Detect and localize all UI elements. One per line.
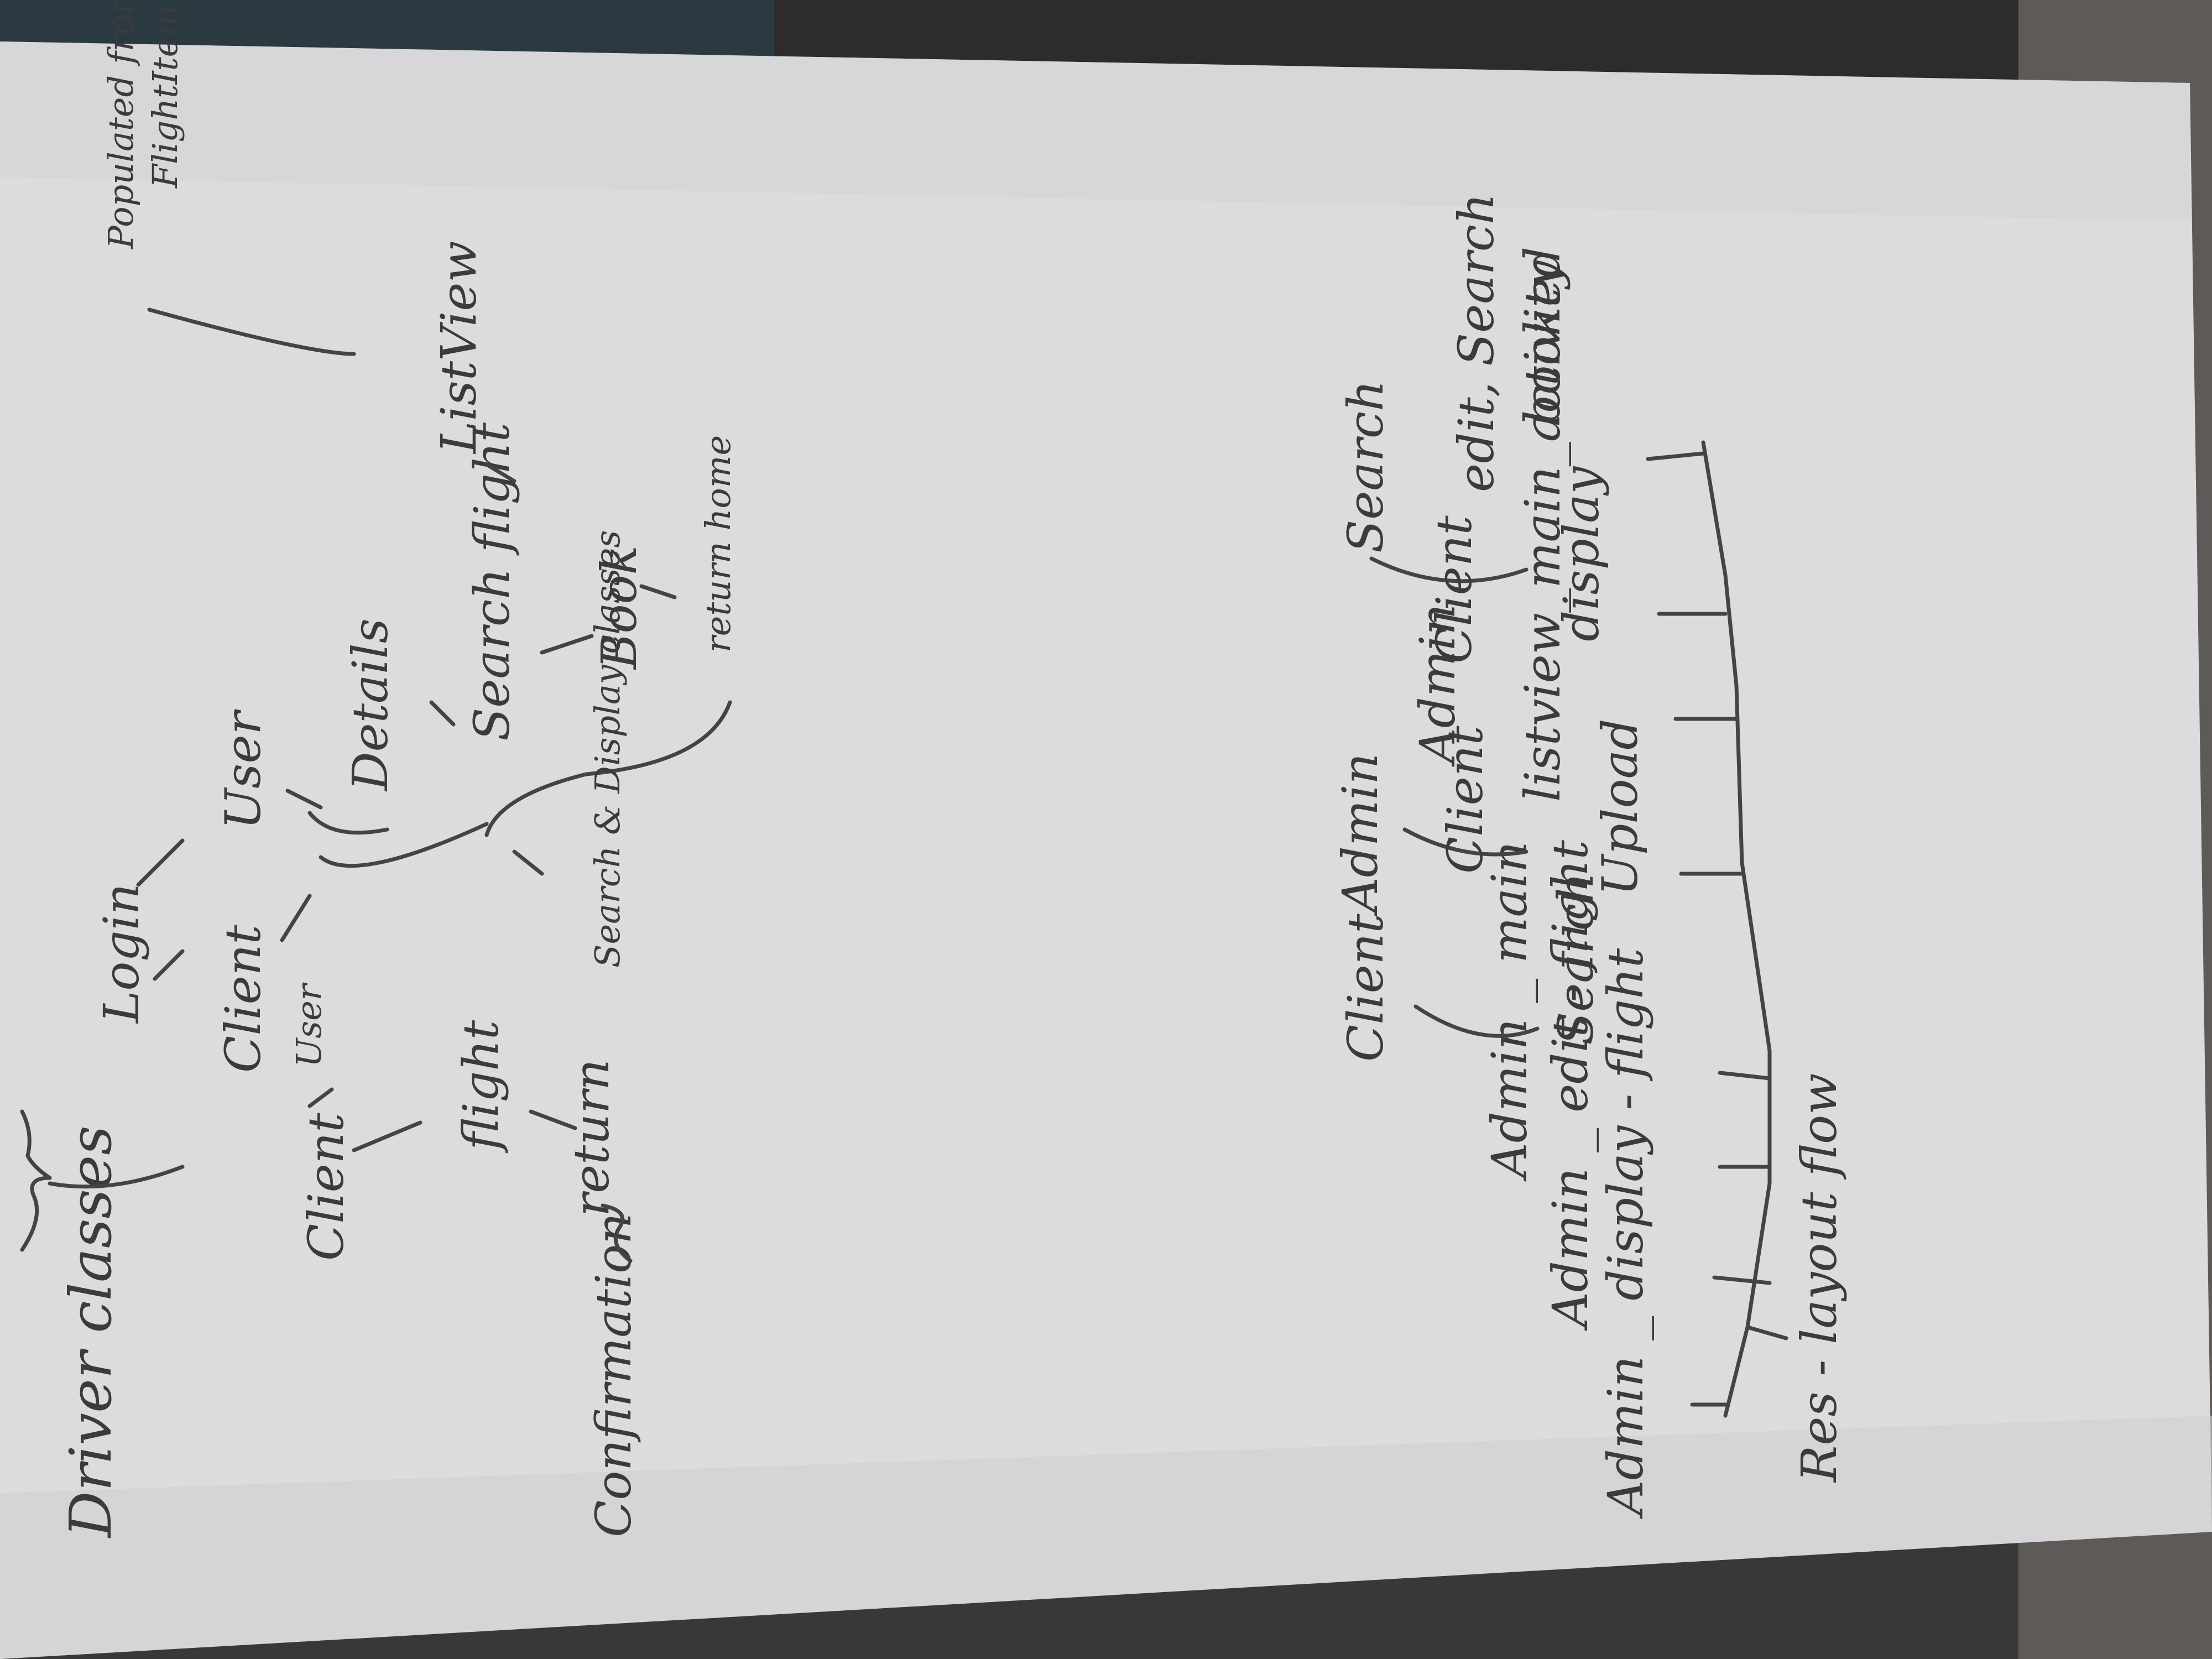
confirmation-label: Confirmation — [585, 1213, 642, 1537]
flow-spine — [1701, 440, 1772, 1418]
layout-admin-edit-flight: Admin _ edit - flight — [1542, 839, 1599, 1331]
user-right-label: User — [215, 709, 272, 830]
book-label: Book — [591, 545, 648, 670]
layout-admin-display-flight: Admin _ display - flight — [1597, 948, 1654, 1519]
layout-admin-upload: Admin — [1409, 604, 1466, 767]
flight-label: flight — [452, 1020, 509, 1154]
layout-client-search: Client — [1337, 914, 1394, 1062]
res-layout-flow-label: Res - layout flow — [1791, 1073, 1848, 1484]
layout-booked: booked — [1514, 247, 1571, 426]
populated-from-label: Populated from — [101, 0, 141, 249]
confirmation-brace — [601, 1203, 633, 1263]
login-label: Login — [93, 883, 150, 1024]
svg-text:Driver classes: Driver classes — [57, 1125, 124, 1538]
layout-edit-search: edit, Search — [1448, 193, 1505, 492]
client-left-label: Client — [298, 1113, 354, 1261]
return-label: return — [563, 1059, 620, 1217]
client-right-label: Client — [215, 925, 272, 1073]
user-left-label: User — [289, 982, 329, 1067]
driver-classes-heading: Driver classes — [57, 1125, 124, 1538]
search-display-classes-label: Search & Display classes — [587, 530, 628, 968]
layout-admin-main: Admin _ main — [1481, 841, 1538, 1182]
layout-admin-search: Admin — [1332, 753, 1389, 916]
layout-display: display — [1553, 466, 1610, 641]
layout-client-upload: Client — [1437, 726, 1494, 874]
listview-arrow — [147, 307, 356, 356]
layout-upload: Upload — [1592, 719, 1648, 896]
return-home-label: return home — [698, 435, 738, 653]
paper-sheet — [0, 41, 2212, 1659]
layout-search-display: Search — [1337, 380, 1394, 553]
login-link-left — [153, 949, 185, 981]
heading-brace — [20, 1109, 52, 1252]
layout-client-display: Client — [1426, 515, 1483, 664]
layout-search: Search — [1547, 872, 1604, 1045]
flight-item-label: FlightItem — [145, 4, 185, 189]
login-link-right — [136, 838, 185, 887]
layout-listview-main-activity: listview_main_activity — [1514, 260, 1571, 802]
search-flight-label: Search flight — [463, 422, 520, 741]
list-view-label: ListView — [430, 241, 487, 455]
details-label: Details — [342, 618, 399, 792]
